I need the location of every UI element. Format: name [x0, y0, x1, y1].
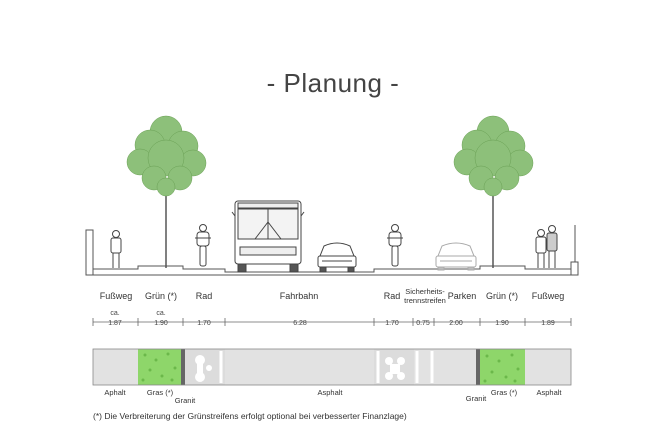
material-gras-left: Gras (*)	[147, 388, 174, 397]
car-lane-icon	[317, 242, 357, 273]
zone-label-gruen-left: Grün (*)	[145, 291, 177, 301]
zone-label-sicherheits-line2: trennstreifen	[404, 296, 446, 305]
dim-value-fussweg-left: 1.87	[108, 320, 122, 327]
right-boundary-post	[570, 261, 579, 276]
ground-profile-line	[92, 265, 572, 275]
zone-label-rad-right: Rad	[384, 291, 401, 301]
zone-label-gruen-right: Grün (*)	[486, 291, 518, 301]
dim-value-rad-right: 1.70	[385, 320, 399, 327]
pedestrian-left-icon	[110, 230, 122, 268]
plan-sicherheits	[414, 349, 434, 385]
material-labels: Aphalt Gras (*) Granit Asphalt Granit Gr…	[104, 388, 562, 405]
dim-value-gruen-right: 1.90	[495, 320, 509, 327]
dim-prefix-gruen-left: ca.	[156, 310, 165, 317]
cyclist-right-icon	[387, 224, 403, 267]
dim-value-rad-left: 1.70	[197, 320, 211, 327]
cyclist-left-icon	[195, 224, 211, 267]
diagram-title: - Planung -	[266, 68, 400, 98]
plan-grass-right-texture	[483, 353, 520, 383]
material-asphalt-right: Asphalt	[536, 388, 562, 397]
plan-fussweg-right	[525, 349, 571, 385]
material-granit-right: Granit	[466, 394, 487, 403]
footnote-text: (*) Die Verbreiterung der Grünstreifens …	[93, 411, 407, 421]
zone-label-rad-left: Rad	[196, 291, 213, 301]
zone-label-fussweg-left: Fußweg	[100, 291, 133, 301]
bike-symbol-right-icon	[385, 357, 405, 380]
parked-car-icon	[435, 242, 477, 271]
plan-fahrbahn	[225, 349, 374, 385]
dim-value-fussweg-right: 1.89	[541, 320, 555, 327]
zone-label-fahrbahn: Fahrbahn	[280, 291, 319, 301]
plan-granite-right	[476, 349, 480, 385]
zone-label-parken: Parken	[448, 291, 477, 301]
dim-value-fahrbahn: 6.28	[293, 320, 307, 327]
dim-value-sicherheits: 0.75	[416, 320, 430, 327]
section-elevation	[85, 115, 579, 276]
dimension-line: ca. 1.87 ca. 1.90 1.70 6.28 1.70 0.75 2.…	[92, 310, 572, 327]
plan-outline	[92, 348, 572, 386]
zone-labels: Fußweg Grün (*) Rad Fahrbahn Rad Sicherh…	[100, 287, 565, 305]
plan-parken	[434, 349, 476, 385]
dim-value-parken: 2.00	[449, 320, 463, 327]
bus-icon	[231, 200, 305, 273]
plan-grass-left-texture	[141, 352, 177, 382]
pedestrians-right-icon	[535, 225, 558, 268]
zone-label-sicherheits-line1: Sicherheits-	[405, 287, 445, 296]
tree-left-icon	[126, 115, 207, 268]
material-granit-left: Granit	[175, 396, 196, 405]
plan-fussweg-left	[93, 349, 138, 385]
material-aphalt-left: Aphalt	[104, 388, 126, 397]
plan-view-strip	[92, 348, 572, 386]
plan-granite-left	[181, 349, 185, 385]
plan-rad-left	[185, 349, 225, 385]
bike-symbol-left-icon	[195, 355, 212, 382]
left-boundary-post	[85, 229, 94, 276]
tree-right-icon	[453, 115, 534, 268]
material-asphalt-center: Asphalt	[317, 388, 343, 397]
dim-prefix-fussweg-left: ca.	[110, 310, 119, 317]
zone-label-fussweg-right: Fußweg	[532, 291, 565, 301]
material-gras-right: Gras (*)	[491, 388, 518, 397]
plan-grass-right	[480, 349, 525, 385]
dim-value-gruen-left: 1.90	[154, 320, 168, 327]
